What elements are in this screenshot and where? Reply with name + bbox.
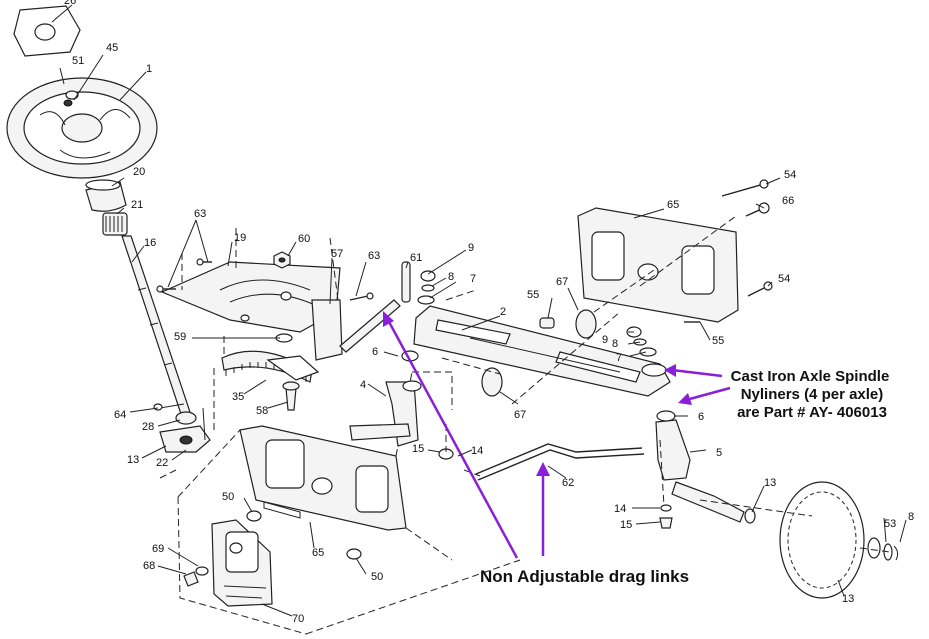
part-label-4: 4 <box>360 379 366 391</box>
part-label-7-left: 7 <box>470 273 476 285</box>
part-label-67-upper: 67 <box>556 276 568 288</box>
bracket-part <box>311 299 343 361</box>
nyliner-annotation: Cast Iron Axle Spindle Nyliners (4 per a… <box>731 368 890 421</box>
steering-plate-group <box>156 228 411 479</box>
part-label-50-upper: 50 <box>222 491 234 503</box>
right-axle-spindle-nyliner <box>656 410 676 422</box>
nyliner-annotation-line-2: Nyliners (4 per axle) <box>741 386 884 403</box>
part-label-61: 61 <box>410 252 422 264</box>
part-label-15-left: 15 <box>412 443 424 455</box>
part-label-51: 51 <box>72 55 84 67</box>
part-label-63-left: 63 <box>194 208 206 220</box>
left-frame-plate-group <box>177 371 521 635</box>
part-label-35: 35 <box>232 391 244 403</box>
part-label-26: 26 <box>64 0 76 7</box>
part-label-6-left: 6 <box>372 346 378 358</box>
drag-link-62-part <box>475 443 645 481</box>
part-label-14-left: 14 <box>471 445 483 457</box>
part-label-62: 62 <box>562 477 574 489</box>
part-label-19: 19 <box>234 232 246 244</box>
pulley-67-lower-part <box>481 367 503 397</box>
part-label-70: 70 <box>292 613 304 625</box>
part-label-67-lower: 67 <box>514 409 526 421</box>
part-label-6-right: 6 <box>698 411 704 423</box>
part-label-66: 66 <box>782 195 794 207</box>
part-label-13-column: 13 <box>127 454 139 466</box>
part-label-65-lower: 65 <box>312 547 324 559</box>
part-label-9-left: 9 <box>468 242 474 254</box>
annotation-arrows <box>383 311 731 559</box>
right-spindle-part <box>655 419 691 481</box>
part-label-63-right: 63 <box>368 250 380 262</box>
front-axle-group <box>349 179 899 599</box>
part-label-21: 21 <box>131 199 143 211</box>
part-label-53: 53 <box>884 518 896 530</box>
part-label-14-right: 14 <box>614 503 626 515</box>
part-label-65-upper: 65 <box>667 199 679 211</box>
part-label-68: 68 <box>143 560 155 572</box>
nyliner-annotation-line-1: Cast Iron Axle Spindle <box>731 368 890 385</box>
steering-shaft-part <box>121 235 191 415</box>
part-label-50-lower: 50 <box>371 571 383 583</box>
part-label-69: 69 <box>152 543 164 555</box>
part-label-9-right: 9 <box>602 334 608 346</box>
part-label-13-wheel: 13 <box>842 593 854 605</box>
part-label-20: 20 <box>133 166 145 178</box>
part-label-55-right: 55 <box>712 335 724 347</box>
part-label-60: 60 <box>298 233 310 245</box>
part-label-13-hub: 13 <box>764 477 776 489</box>
front-wheel-tire-part <box>779 481 865 599</box>
part-label-45: 45 <box>106 42 118 54</box>
part-label-7-right: 7 <box>616 352 622 364</box>
sector-gear-part <box>221 350 313 383</box>
part-label-58: 58 <box>256 405 268 417</box>
part-label-2: 2 <box>500 306 506 318</box>
part-label-28: 28 <box>142 421 154 433</box>
part-label-57: 57 <box>331 248 343 260</box>
part-label-54-lower: 54 <box>778 273 790 285</box>
part-label-59: 59 <box>174 331 186 343</box>
steering-group <box>6 5 211 453</box>
part-label-8-wheel: 8 <box>908 511 914 523</box>
drag-links-annotation: Non Adjustable drag links <box>480 567 689 586</box>
steering-gear-part <box>102 212 128 236</box>
part-label-1: 1 <box>146 63 152 75</box>
part-label-64: 64 <box>114 409 126 421</box>
part-label-22: 22 <box>156 457 168 469</box>
part-number-labels: 26 45 51 1 20 21 16 63 19 60 57 63 61 9 … <box>64 0 914 625</box>
part-label-5: 5 <box>716 447 722 459</box>
nyliner-annotation-line-3: are Part # AY- 406013 <box>737 404 887 421</box>
pulley-67-upper-part <box>575 309 597 339</box>
part-label-15-right: 15 <box>620 519 632 531</box>
part-label-55-left: 55 <box>527 289 539 301</box>
part-label-54-upper: 54 <box>784 169 796 181</box>
part-label-8-left: 8 <box>448 271 454 283</box>
part-label-16: 16 <box>144 237 156 249</box>
part-label-8-right: 8 <box>612 338 618 350</box>
